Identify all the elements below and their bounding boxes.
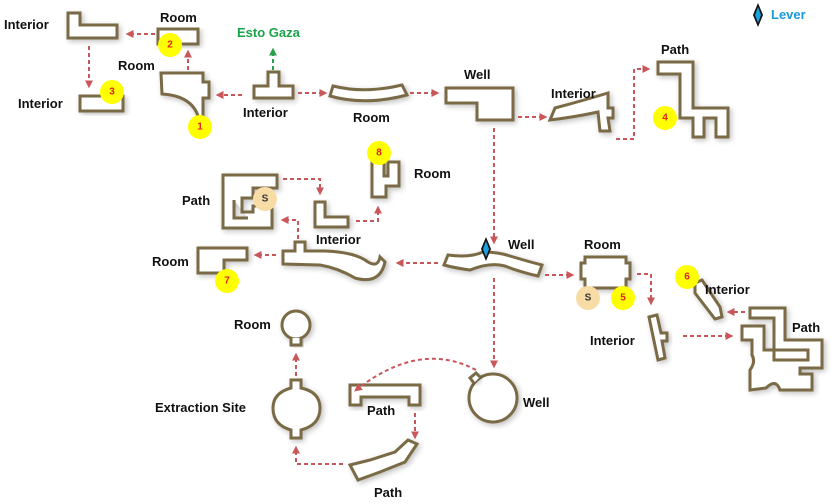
room-path-bracket[interactable]: [348, 383, 422, 407]
label-room-curved: Room: [353, 110, 390, 125]
room-path-s[interactable]: [221, 173, 279, 230]
room-circle-top-stub[interactable]: [289, 338, 303, 347]
label-well-top: Well: [464, 67, 491, 82]
label-interior-start: Interior: [243, 105, 288, 120]
marker-number: 1: [197, 122, 203, 133]
room-5[interactable]: [579, 255, 632, 290]
room-interior-right[interactable]: [547, 90, 615, 133]
marker-number: 4: [662, 113, 668, 124]
label-well-mid: Well: [508, 237, 535, 252]
marker-number: 7: [224, 276, 230, 287]
marker-number: 6: [684, 272, 690, 283]
arrow-well-bottom-to-path: [354, 357, 477, 392]
arrow-s-curve-to-path-s: [280, 216, 299, 239]
room-interior-start[interactable]: [252, 70, 295, 100]
label-room-7: Room: [152, 254, 189, 269]
numbered-marker-2[interactable]: 2: [158, 33, 182, 57]
label-path-right: Path: [792, 320, 821, 335]
label-room-8: Room: [414, 166, 451, 181]
room-extraction-site[interactable]: [271, 378, 322, 440]
room-interior-topleft[interactable]: [66, 11, 119, 40]
room-path-4[interactable]: [656, 60, 730, 139]
room-well-bottom-notch[interactable]: [467, 370, 482, 384]
arrow-interior-to-room8: [356, 205, 382, 222]
start-marker-path[interactable]: S: [253, 187, 277, 211]
lever-diamond-icon[interactable]: [481, 237, 491, 261]
numbered-marker-5[interactable]: 5: [611, 286, 635, 310]
label-room-1: Room: [118, 58, 155, 73]
room-path-right[interactable]: [740, 306, 824, 392]
arrow-path-s-to-interior: [283, 178, 324, 196]
label-path-bottom: Path: [374, 485, 403, 500]
numbered-marker-8[interactable]: 8: [367, 141, 391, 165]
label-path-s: Path: [182, 193, 211, 208]
numbered-marker-6[interactable]: 6: [675, 265, 699, 289]
room-curved[interactable]: [328, 83, 410, 103]
room-well-top[interactable]: [444, 86, 515, 122]
start-marker-letter: S: [585, 293, 592, 304]
label-interior-3: Interior: [18, 96, 63, 111]
label-well-bottom: Well: [523, 395, 550, 410]
legend-lever-diamond-icon: [753, 3, 763, 27]
arrow-interior-to-path4: [616, 65, 651, 140]
label-interior-lower: Interior: [590, 333, 635, 348]
label-interior-mid: Interior: [316, 232, 361, 247]
numbered-marker-4[interactable]: 4: [653, 106, 677, 130]
label-interior-6: Interior: [705, 282, 750, 297]
start-marker-room5[interactable]: S: [576, 286, 600, 310]
room-interior-lower[interactable]: [647, 313, 669, 362]
arrow-room5-to-interior-lower: [637, 273, 655, 306]
room-8[interactable]: [370, 158, 401, 199]
numbered-marker-7[interactable]: 7: [215, 269, 239, 293]
legend-lever-label: Lever: [771, 7, 806, 22]
label-interior-right: Interior: [551, 86, 596, 101]
room-interior-mid[interactable]: [313, 200, 350, 229]
arrow-path-bottom-to-extraction: [292, 445, 343, 465]
label-room-circle: Room: [234, 317, 271, 332]
room-path-bottom[interactable]: [347, 438, 420, 482]
room-interior-6[interactable]: [693, 278, 724, 321]
label-room-2: Room: [160, 10, 197, 25]
label-path-bracket: Path: [367, 403, 396, 418]
marker-number: 2: [167, 40, 173, 51]
marker-number: 3: [109, 87, 115, 98]
label-interior-topleft: Interior: [4, 17, 49, 32]
label-room-5: Room: [584, 237, 621, 252]
room-well-bottom[interactable]: [467, 372, 519, 424]
room-circle-top[interactable]: [280, 309, 312, 341]
label-extraction-site: Extraction Site: [155, 400, 247, 415]
marker-number: 5: [620, 293, 626, 304]
label-exit-esto-gaza: Esto Gaza: [237, 25, 300, 40]
numbered-marker-3[interactable]: 3: [100, 80, 124, 104]
room-interior-s-curve[interactable]: [281, 240, 387, 282]
room-7[interactable]: [196, 246, 249, 275]
label-path-4: Path: [661, 42, 690, 57]
start-marker-letter: S: [262, 194, 269, 205]
numbered-marker-1[interactable]: 1: [188, 115, 212, 139]
marker-number: 8: [376, 148, 382, 159]
room-well-mid[interactable]: [441, 250, 544, 278]
